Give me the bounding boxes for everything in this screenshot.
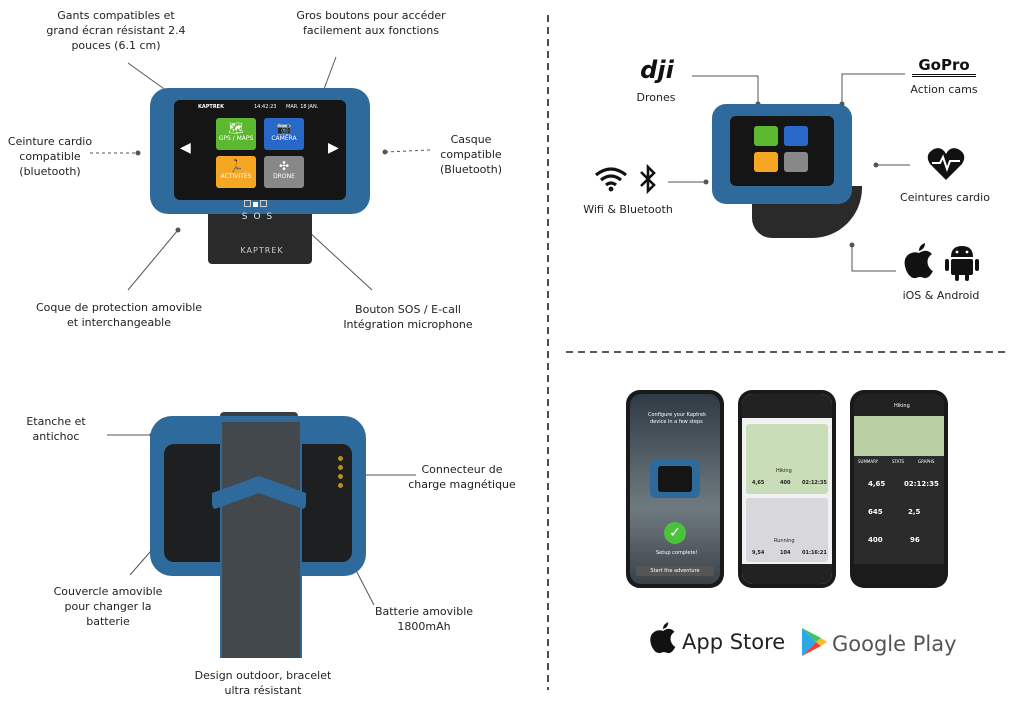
detail-bottom-nav[interactable]	[854, 564, 944, 584]
setup-header-2: device in a few steps	[650, 419, 703, 425]
camera-icon: 📷	[276, 121, 292, 135]
stat-value-duration: 02:12:35	[904, 480, 939, 488]
running-distance: 9,54	[752, 550, 765, 556]
hiking-title: Hiking	[776, 468, 792, 474]
heart-rate-icon	[926, 146, 966, 182]
bluetooth-icon	[638, 163, 658, 195]
mini-tile-gps	[754, 126, 778, 146]
mini-tile-activities	[754, 152, 778, 172]
detail-title: Hiking	[894, 403, 910, 409]
tile-drone[interactable]: ✣ DRONE	[264, 156, 304, 188]
label-drones: Drones	[636, 91, 676, 104]
phone-activity-detail: Hiking SUMMARY STATS GRAPHS 4,65 02:12:3…	[850, 390, 948, 588]
list-top-bar	[742, 394, 832, 418]
wrist-watch-screen	[730, 116, 834, 186]
watch-screen: KAPTREK 14:42:23 MAR. 18 JAN. ◀ ▶ 🗺 GPS …	[174, 100, 346, 207]
tile-gps-maps[interactable]: 🗺 GPS / MAPS	[216, 118, 256, 150]
stat-value-heart-rate: 96	[910, 536, 920, 544]
app-store-label[interactable]: App Store	[682, 630, 786, 654]
stat-value-distance: 4,65	[868, 480, 886, 488]
hiking-duration: 02:12:35	[802, 480, 827, 486]
screen-brand: KAPTREK	[198, 104, 224, 110]
page-indicator	[244, 192, 276, 207]
setup-complete: Setup complete!	[656, 550, 698, 556]
map-card-hiking[interactable]: Hiking 4,65 400 02:12:35	[746, 424, 828, 494]
back-strap-over	[220, 422, 302, 658]
charge-pins	[338, 456, 344, 492]
label-action-cams: Action cams	[910, 83, 978, 96]
wifi-icon	[594, 166, 628, 192]
tab-summary[interactable]: SUMMARY	[858, 459, 879, 464]
stat-value-elevation: 400	[868, 536, 883, 544]
phone-detail-screen: Hiking SUMMARY STATS GRAPHS 4,65 02:12:3…	[854, 394, 944, 584]
phone-list-screen: Hiking 4,65 400 02:12:35 Running 9,54 10…	[742, 394, 832, 584]
map-icon: 🗺	[228, 121, 244, 135]
start-adventure-button[interactable]: Start the adventure	[636, 566, 714, 576]
tile-activities[interactable]: 🏃 ACTIVITÉS	[216, 156, 256, 188]
map-card-running[interactable]: Running 9,54 104 01:16:21	[746, 498, 828, 562]
check-circle-icon: ✓	[664, 522, 686, 544]
tab-graphs[interactable]: GRAPHS	[918, 459, 935, 464]
detail-map	[854, 416, 944, 456]
running-elevation: 104	[780, 550, 791, 556]
android-icon	[944, 242, 980, 282]
running-duration: 01:16:21	[802, 550, 827, 556]
drone-icon: ✣	[278, 159, 290, 173]
label-os: iOS & Android	[902, 289, 980, 302]
stat-value-speed: 2,5	[908, 508, 921, 516]
running-title: Running	[774, 538, 795, 544]
chevron-left-icon[interactable]: ◀	[180, 140, 191, 156]
phone-setup-screen: Configure your Kaptrek device in a few s…	[630, 394, 720, 584]
mini-tile-drone	[784, 152, 808, 172]
setup-watch-image	[650, 460, 700, 498]
screen-date: MAR. 18 JAN.	[286, 104, 319, 110]
detail-tabs: SUMMARY STATS GRAPHS	[854, 458, 944, 466]
label-wifi-bluetooth: Wifi & Bluetooth	[583, 203, 673, 216]
chevron-right-icon[interactable]: ▶	[328, 140, 339, 156]
mini-tile-camera	[784, 126, 808, 146]
phone-activity-list: Hiking 4,65 400 02:12:35 Running 9,54 10…	[738, 390, 836, 588]
list-bottom-nav[interactable]	[742, 564, 832, 584]
stat-value-calories: 645	[868, 508, 883, 516]
sos-button[interactable]: SOS	[241, 212, 279, 222]
label-cardio: Ceintures cardio	[900, 191, 990, 204]
watch-strap	[208, 208, 312, 264]
gopro-logo: GoPro	[912, 56, 976, 77]
setup-header-1: Configure your Kaptrek	[648, 412, 706, 418]
google-play-label[interactable]: Google Play	[832, 632, 957, 656]
detail-top-bar: Hiking	[854, 394, 944, 416]
screen-time: 14:42:23	[254, 104, 277, 110]
wrist-watch	[712, 104, 862, 240]
runner-icon: 🏃	[228, 159, 244, 173]
tile-camera[interactable]: 📷 CAMÉRA	[264, 118, 304, 150]
dji-logo: dji	[640, 56, 674, 84]
hiking-distance: 4,65	[752, 480, 765, 486]
strap-brand: KAPTREK	[240, 246, 284, 255]
phone-setup: Configure your Kaptrek device in a few s…	[626, 390, 724, 588]
apple-icon	[902, 242, 936, 280]
google-play-icon	[800, 626, 828, 658]
hiking-elevation: 400	[780, 480, 791, 486]
apple-store-icon	[648, 620, 678, 656]
back-watch	[150, 410, 366, 660]
tab-stats[interactable]: STATS	[892, 459, 905, 464]
front-watch: KAPTREK KAPTREK 14:42:23 MAR. 18 JAN. ◀ …	[140, 88, 380, 268]
